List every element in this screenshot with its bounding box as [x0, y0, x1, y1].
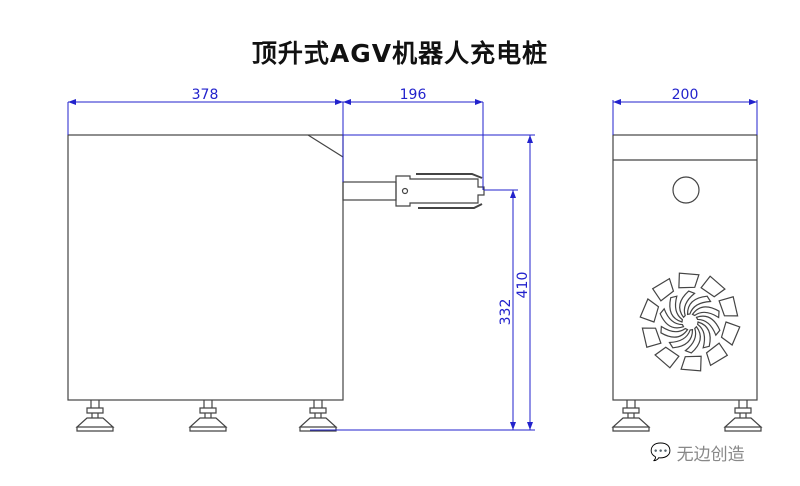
dim-410: 410 [515, 272, 531, 299]
grille-slot [678, 272, 700, 289]
drawing-title: 顶升式AGV机器人充电桩 [251, 39, 549, 68]
dim-378: 378 [192, 87, 219, 103]
fan-blade [695, 315, 721, 337]
fan-blade [691, 306, 720, 319]
grille-slot [654, 346, 680, 369]
grille-slot [705, 342, 729, 367]
grille-slot [718, 296, 739, 317]
grille-slot [639, 298, 660, 323]
grille-slot [700, 275, 726, 298]
fan-blade [686, 295, 712, 316]
front-view [67, 134, 485, 432]
dimension-lines [67, 99, 758, 431]
fan-blade [696, 321, 711, 349]
grille-slot [720, 321, 741, 346]
fan-blade [679, 290, 696, 319]
leveling-foot [188, 400, 228, 432]
fan-grille [639, 272, 741, 372]
leveling-foot [298, 400, 338, 432]
grille-slot [651, 277, 675, 302]
dim-332: 332 [498, 299, 514, 326]
fan-blade [659, 307, 685, 329]
grille-slot [680, 355, 702, 372]
side-view [611, 134, 763, 432]
fan-blade [684, 325, 701, 354]
wechat-icon: 💬 [650, 442, 672, 463]
leveling-foot [723, 400, 763, 432]
fan-blade [668, 328, 694, 349]
watermark: 💬 无边创造 [650, 442, 745, 466]
feet [75, 400, 338, 432]
fan-blade [660, 325, 689, 338]
leveling-foot [611, 400, 651, 432]
grille-slot [641, 327, 662, 348]
charging-arm [342, 173, 485, 209]
dim-196: 196 [400, 87, 427, 103]
leveling-foot [75, 400, 115, 432]
dim-200: 200 [672, 87, 699, 103]
fan-blade [669, 295, 684, 323]
